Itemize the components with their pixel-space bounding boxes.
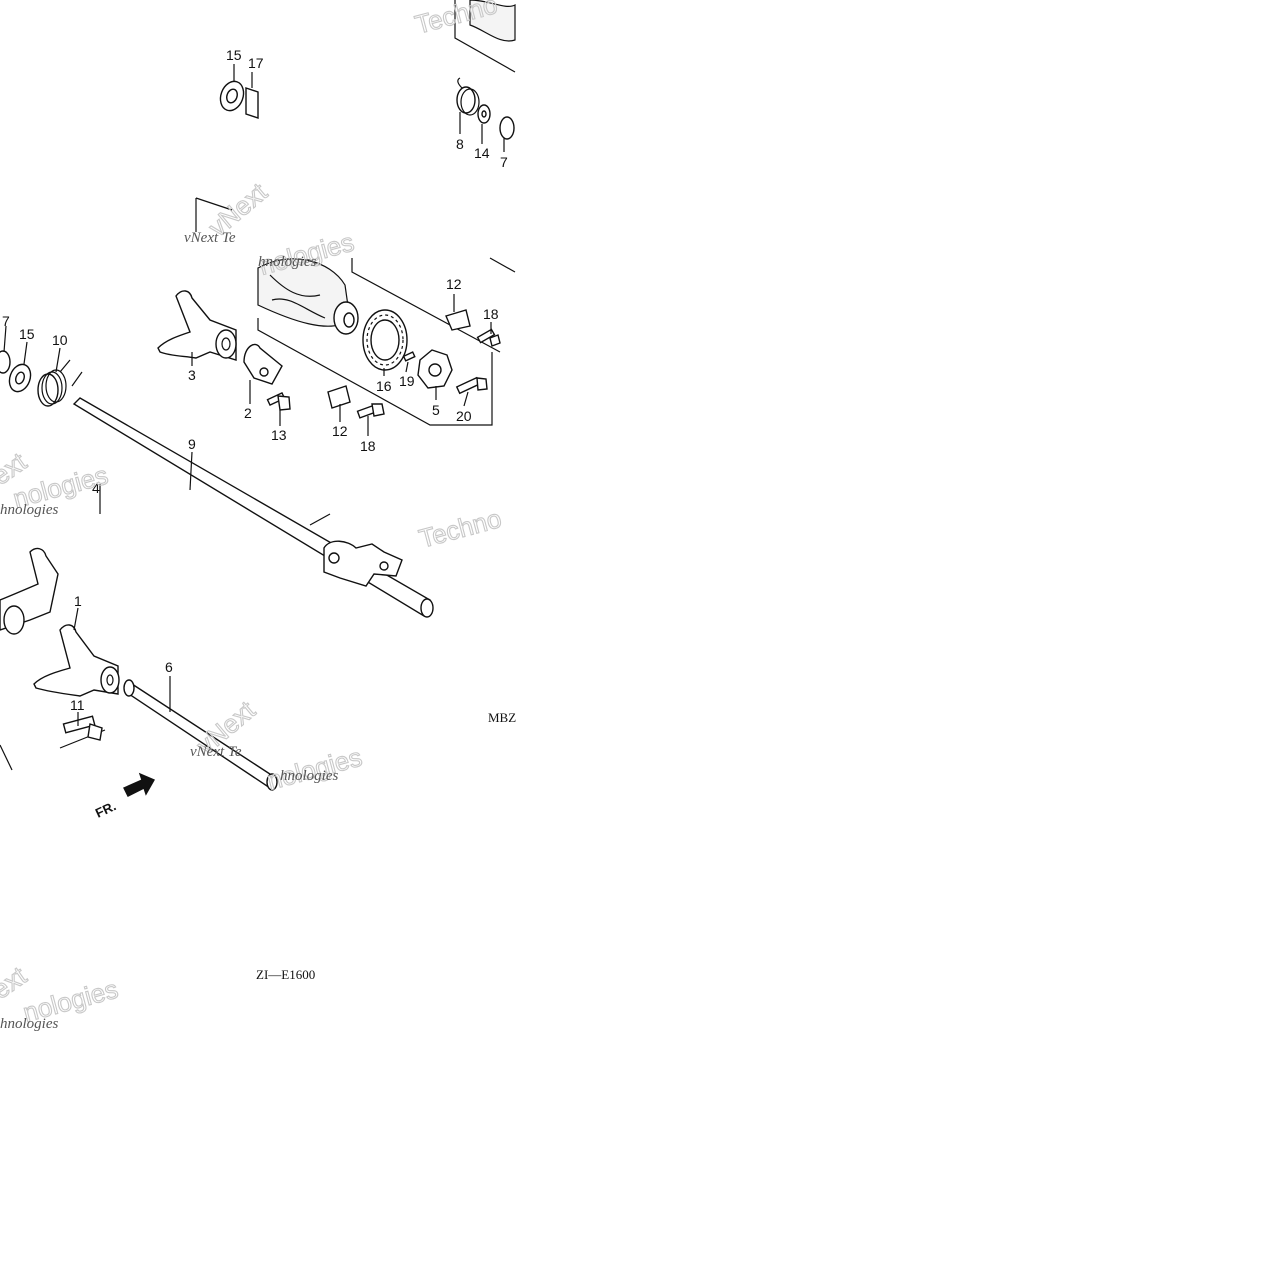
collar-7-lower [0,350,11,374]
callout-18-upper: 18 [483,306,499,322]
shift-fork-1 [33,624,120,697]
watermark: Techno Techno vNext vNext ext ext nologi… [0,0,505,1032]
shift-fork-3 [157,290,237,361]
callout-4: 4 [92,480,100,496]
callout-7-lower: 7 [2,313,10,329]
callout-14: 14 [474,145,490,161]
callout-15-upper: 15 [226,47,242,63]
drawing-code-left: ZI—E1600 [256,967,315,982]
fork-shaft [123,679,278,791]
callout-6: 6 [165,659,173,675]
svg-text:hnologies: hnologies [0,502,58,518]
bolt-18-lower [356,403,385,419]
callout-3: 3 [188,367,196,383]
callout-5: 5 [432,402,440,418]
svg-text:hnologies: hnologies [280,768,338,784]
shift-fork-4 [0,547,59,635]
callout-15-lower: 15 [19,326,35,342]
bearing [362,309,408,371]
shift-drum [257,0,516,335]
callout-leaders [3,64,505,726]
svg-text:vNext Te: vNext Te [184,230,236,246]
callout-labels: 15 17 8 14 7 12 18 7 15 10 3 16 19 5 20 … [2,47,508,713]
svg-text:hnologies: hnologies [258,254,316,270]
callout-12-lower: 12 [332,423,348,439]
collar-7-upper [499,116,515,140]
bolt-13 [266,391,291,411]
washer-15-upper [219,80,245,112]
callout-19: 19 [399,373,415,389]
stopper-plate-lower [327,385,351,409]
stopper-plate-upper [445,309,471,331]
callout-13: 13 [271,427,287,443]
svg-text:hnologies: hnologies [0,1016,58,1032]
part-17 [245,87,259,119]
callout-17: 17 [248,55,264,71]
gearshift-spindle [72,397,434,618]
callout-12-upper: 12 [446,276,462,292]
front-direction-arrow: FR. [93,772,155,821]
direction-label: FR. [93,798,118,820]
callout-11: 11 [70,697,85,713]
drawing-code-right: MBZ [488,710,516,725]
callout-2: 2 [244,405,252,421]
svg-text:vNext Te: vNext Te [190,744,242,760]
washer-15-lower [8,363,32,393]
callout-9: 9 [188,436,196,452]
callout-8: 8 [456,136,464,152]
callout-1: 1 [74,593,82,609]
bolt-18-upper [476,328,501,347]
bolt-20 [455,376,488,395]
callout-16: 16 [376,378,392,394]
washer-14 [477,104,491,124]
svg-text:Techno: Techno [416,503,505,554]
shift-arm [243,343,283,385]
spring-8 [456,77,480,116]
bolt-11 [62,715,103,741]
shift-drum-center [417,349,453,389]
callout-18-lower: 18 [360,438,376,454]
dowel-pin [402,351,416,362]
spring-10 [37,359,83,407]
callout-7-upper: 7 [500,154,508,170]
callout-10: 10 [52,332,68,348]
callout-20: 20 [456,408,472,424]
